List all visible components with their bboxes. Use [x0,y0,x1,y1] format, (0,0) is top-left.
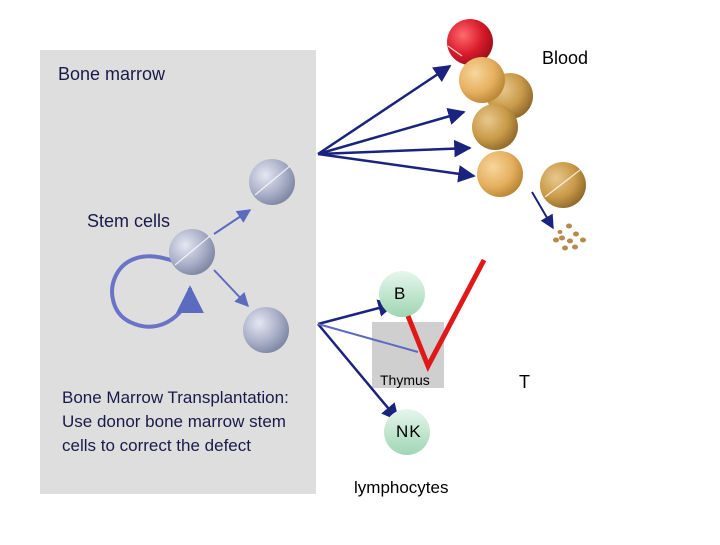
arrow-to-red-cell [317,64,452,156]
arrow-to-granulocyte-1 [317,107,466,156]
nk-cell-label: NK [396,422,422,441]
self-renewal-loop-arrow [110,254,204,329]
transplant-note: Bone Marrow Transplantation: Use donor b… [62,388,289,455]
bone-marrow-label: Bone marrow [58,64,166,84]
arrow-to-granulocyte-3 [317,152,476,183]
thymus-label: Thymus [380,372,430,388]
megakaryocyte [540,162,586,208]
arrow-to-nk-cell [317,323,400,422]
myeloid-progenitor-cell [249,159,295,205]
arrow-to-thymus [317,323,419,353]
lymphoid-progenitor-cell [243,307,289,353]
arrow-to-platelets [531,191,554,230]
stem-cells-label: Stem cells [87,211,171,231]
t-cell-label: T [519,372,530,392]
check-mark-icon [405,258,487,372]
blood-label: Blood [542,48,589,68]
nk-cell [384,409,430,455]
stem-to-myeloid-arrow [213,209,252,235]
platelets-cluster [553,223,586,251]
granulocyte-light [459,57,505,103]
b-cell-label: B [394,284,406,303]
bone-marrow-panel [40,50,316,494]
arrow-to-granulocyte-2 [317,139,472,158]
b-cell [379,271,425,317]
stem-cell [169,229,215,275]
arrow-to-b-cell [317,299,396,326]
stem-to-lymphoid-arrow [213,269,249,308]
lymphocytes-label: lymphocytes [354,478,449,497]
monocyte [477,151,523,197]
granulocyte [472,104,518,150]
